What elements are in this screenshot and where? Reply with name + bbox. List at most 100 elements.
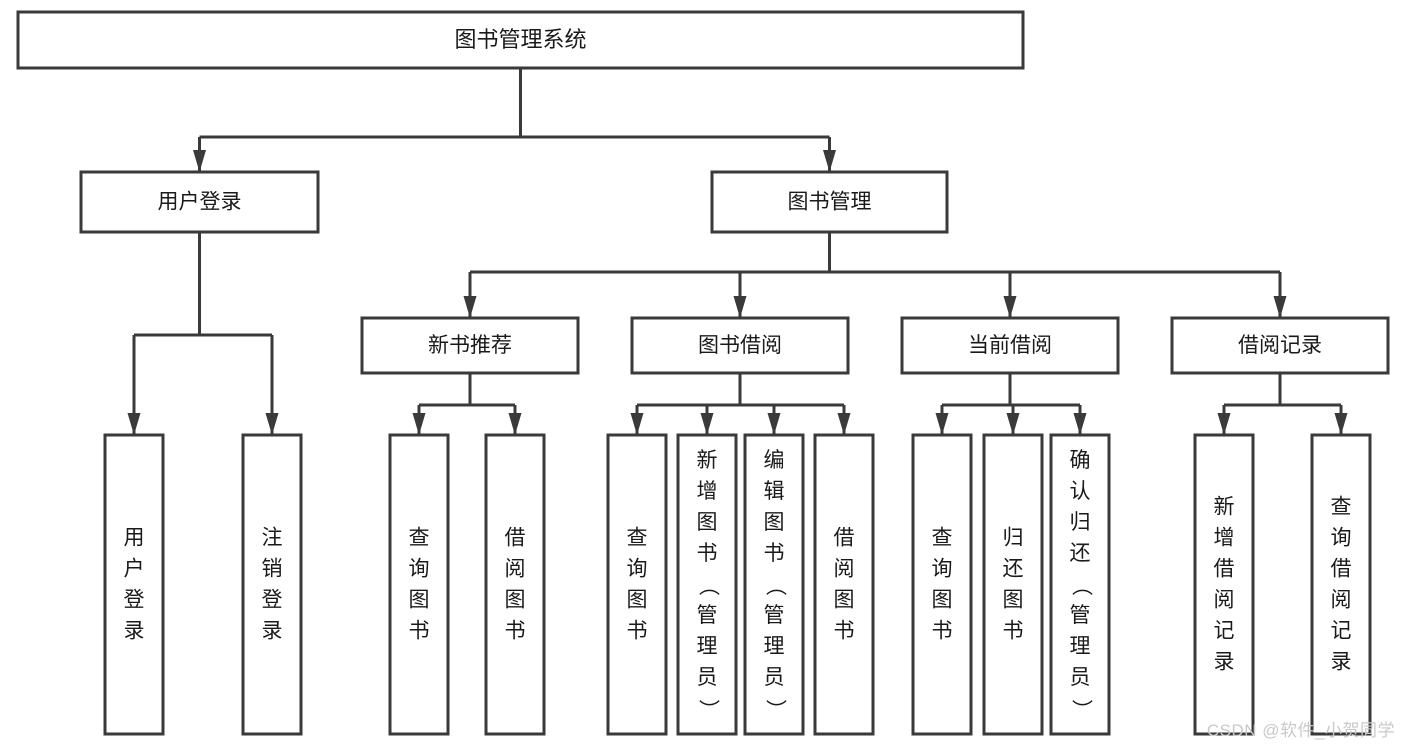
book-manage-to-level3-arrow xyxy=(733,296,747,318)
node-leaf-borrow-book-1-label-char: 图 xyxy=(505,589,526,612)
root-to-level2-arrow xyxy=(193,150,206,172)
node-new-book-recommend[interactable]: 新书推荐 xyxy=(360,316,580,375)
node-leaf-query-book-2-rect xyxy=(606,433,668,736)
node-user-login[interactable]: 用户登录 xyxy=(79,170,320,234)
node-leaf-query-book-3-label-char: 查 xyxy=(932,527,953,550)
node-leaf-query-record-rect xyxy=(1310,433,1372,736)
node-leaf-add-record-label-char: 借 xyxy=(1214,558,1235,581)
node-new-book-recommend-rect xyxy=(360,316,580,375)
book-manage-to-level3-arrow xyxy=(1273,296,1287,318)
node-leaf-return-book-label-char: 书 xyxy=(1003,620,1024,643)
node-leaf-add-book-label-char: 管 xyxy=(697,604,718,627)
node-leaf-user-login-rect xyxy=(103,433,165,736)
node-leaf-add-book-label-char: ） xyxy=(696,699,719,720)
node-leaf-add-book-label-char: （ xyxy=(696,575,719,596)
borrow-record-to-leaves-arrow xyxy=(1334,413,1348,435)
node-leaf-query-record-label-char: 记 xyxy=(1331,620,1352,643)
node-leaf-edit-book-label-char: 编 xyxy=(764,449,785,472)
node-leaf-query-book-2-label-char: 书 xyxy=(627,620,648,643)
node-leaf-edit-book-label-char: 管 xyxy=(764,604,785,627)
node-root-图书管理系统[interactable]: 图书管理系统 xyxy=(16,10,1025,70)
book-borrow-to-leaves-arrow xyxy=(767,413,781,435)
node-leaf-query-book-1-label-char: 查 xyxy=(409,527,430,550)
new-book-recommend-to-leaves-arrow xyxy=(508,413,522,435)
node-current-borrow-rect xyxy=(900,316,1120,375)
node-root-图书管理系统-label: 图书管理系统 xyxy=(454,27,586,52)
node-leaf-add-record-label-char: 阅 xyxy=(1214,589,1235,612)
node-leaf-query-book-3-label-char: 询 xyxy=(932,558,953,581)
node-leaf-edit-book-label-char: 书 xyxy=(764,542,785,565)
node-borrow-record[interactable]: 借阅记录 xyxy=(1170,316,1390,375)
node-leaf-logout-label-char: 注 xyxy=(262,527,283,550)
node-leaf-query-record-label-char: 录 xyxy=(1331,651,1352,674)
node-leaf-confirm-return-label-char: 理 xyxy=(1070,635,1091,658)
user-login-to-leaves-arrow xyxy=(127,413,141,435)
node-leaf-borrow-book-2-label-char: 借 xyxy=(834,527,855,550)
node-leaf-add-record-label-char: 记 xyxy=(1214,620,1235,643)
node-current-borrow[interactable]: 当前借阅 xyxy=(900,316,1120,375)
node-leaf-query-record-label-char: 阅 xyxy=(1331,589,1352,612)
node-leaf-add-book-label-char: 图 xyxy=(697,511,718,534)
root-to-level2-arrow xyxy=(823,150,836,172)
node-leaf-edit-book-label-char: 理 xyxy=(764,635,785,658)
node-leaf-user-login-label-char: 用 xyxy=(124,527,145,550)
node-leaf-add-record-label-char: 新 xyxy=(1214,496,1235,519)
node-leaf-confirm-return-label-char: 还 xyxy=(1070,542,1091,565)
node-leaf-edit-book-label-char: 辑 xyxy=(764,480,785,503)
node-leaf-confirm-return-label-char: 认 xyxy=(1070,480,1091,503)
node-leaf-add-book-rect xyxy=(676,433,738,736)
book-borrow-to-leaves-arrow xyxy=(630,413,644,435)
current-borrow-to-leaves-arrow xyxy=(1073,413,1087,435)
node-current-borrow-label: 当前借阅 xyxy=(968,334,1052,357)
node-leaf-logout-rect xyxy=(241,433,303,736)
node-leaf-confirm-return-rect xyxy=(1049,433,1111,736)
node-leaf-query-book-1-label-char: 书 xyxy=(409,620,430,643)
node-book-borrow[interactable]: 图书借阅 xyxy=(630,316,850,375)
node-leaf-query-book-2-label-char: 图 xyxy=(627,589,648,612)
node-leaf-logout-label-char: 录 xyxy=(262,620,283,643)
node-leaf-edit-book-label-char: 员 xyxy=(764,666,785,689)
node-leaf-query-book-3-rect xyxy=(911,433,973,736)
node-leaf-query-record-label-char: 询 xyxy=(1331,527,1352,550)
node-leaf-add-record-label-char: 增 xyxy=(1214,527,1235,550)
node-user-login-rect xyxy=(79,170,320,234)
node-leaf-borrow-book-1-label-char: 阅 xyxy=(505,558,526,581)
node-leaf-return-book-label-char: 图 xyxy=(1003,589,1024,612)
node-leaf-edit-book-rect xyxy=(743,433,805,736)
node-leaf-query-book-3-label-char: 书 xyxy=(932,620,953,643)
node-leaf-edit-book-label-char: 图 xyxy=(764,511,785,534)
node-leaf-edit-book-label-char: （ xyxy=(763,575,786,596)
node-leaf-borrow-book-2-label-char: 阅 xyxy=(834,558,855,581)
node-leaf-query-book-1-label-char: 图 xyxy=(409,589,430,612)
node-leaf-user-login[interactable]: 用户登录 xyxy=(103,433,165,736)
book-borrow-to-leaves-arrow xyxy=(700,413,714,435)
book-borrow-to-leaves-arrow xyxy=(837,413,851,435)
node-leaf-borrow-book-2-label-char: 图 xyxy=(834,589,855,612)
node-book-manage[interactable]: 图书管理 xyxy=(710,170,949,234)
node-leaf-confirm-return-label-char: 归 xyxy=(1070,511,1091,534)
node-leaf-user-login-label-char: 登 xyxy=(124,589,145,612)
node-book-borrow-label: 图书借阅 xyxy=(698,334,782,357)
node-leaf-query-record-label-char: 借 xyxy=(1331,558,1352,581)
node-leaf-add-book-label-char: 新 xyxy=(697,449,718,472)
node-leaf-return-book-label-char: 还 xyxy=(1003,558,1024,581)
current-borrow-to-leaves-arrow xyxy=(935,413,949,435)
node-leaf-borrow-book-1-rect xyxy=(484,433,546,736)
book-manage-to-level3-arrow xyxy=(1003,296,1017,318)
node-leaf-confirm-return-label-char: ） xyxy=(1069,699,1092,720)
node-leaf-return-book-label-char: 归 xyxy=(1003,527,1024,550)
user-login-to-leaves-arrow xyxy=(265,413,279,435)
